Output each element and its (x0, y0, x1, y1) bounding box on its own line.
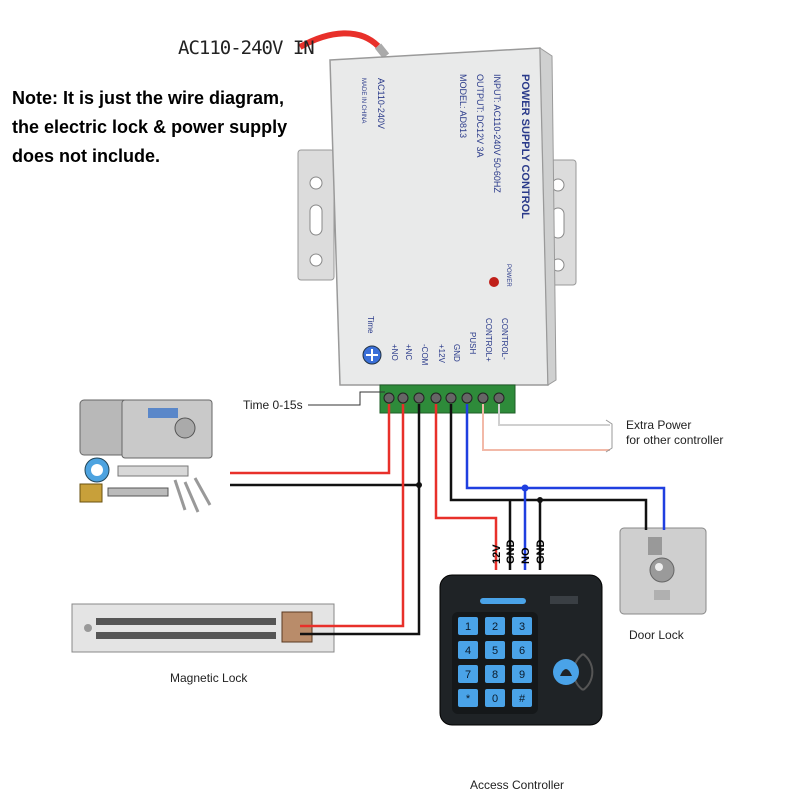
keypad-key[interactable] (512, 641, 532, 659)
wire-label-gnd-1: GND (505, 540, 517, 565)
keypad-key-label: * (466, 693, 471, 705)
power-in-label: AC110-240V IN (178, 37, 315, 59)
terminal-screws (383, 392, 505, 404)
note-line-2: the electric lock & power supply (12, 117, 288, 137)
power-supply-unit (297, 47, 577, 414)
keypad-key[interactable] (458, 689, 478, 707)
electric-lock (79, 399, 213, 513)
keypad-key-label: 1 (465, 621, 471, 633)
keypad-key-label: # (519, 693, 526, 705)
keypad-key[interactable] (485, 617, 505, 635)
extra-power-wires (482, 404, 613, 453)
keypad-key[interactable] (485, 665, 505, 683)
terminal-label-control-plus: CONTROL+ (484, 318, 493, 362)
keypad-key-label: 5 (492, 645, 498, 657)
ps-model: MODEL: AD813 (458, 74, 468, 138)
note-line-3: does not include. (12, 146, 161, 166)
magnetic-lock-caption: Magnetic Lock (170, 671, 248, 685)
power-led (489, 277, 499, 287)
wire-label-gnd-2: GND (535, 540, 547, 565)
terminal-label-12v: +12V (437, 344, 446, 364)
keypad-key-label: 8 (492, 669, 498, 681)
terminal-label-nc: +NC (404, 344, 413, 360)
keypad-key-label: 2 (492, 621, 498, 633)
access-controller-caption: Access Controller (470, 778, 565, 792)
card-reader-icon (553, 653, 594, 691)
keypad-key-label: 3 (519, 621, 525, 633)
ps-title: POWER SUPPLY CONTROL (519, 74, 531, 219)
terminal-label-no: +NO (390, 344, 399, 361)
keypad-key[interactable] (485, 641, 505, 659)
ps-input: INPUT: AC110-240V 50-60HZ (492, 74, 502, 193)
extra-power-label-2: for other controller (626, 433, 724, 447)
wire-junctions (416, 482, 543, 503)
ps-power-led-label: POWER (505, 264, 511, 287)
keypad-key-label: 4 (465, 645, 471, 657)
keypad-key-label: 7 (465, 669, 471, 681)
access-controller: 1 2 3 4 5 6 7 8 9 * 0 # (439, 574, 603, 726)
keypad-key[interactable] (512, 665, 532, 683)
keypad-key-label: 0 (492, 693, 498, 705)
extra-power-label-1: Extra Power (626, 418, 692, 432)
magnetic-lock (71, 603, 335, 653)
keypad-key[interactable] (485, 689, 505, 707)
keypad-key[interactable] (458, 617, 478, 635)
ps-time-label: Time (366, 316, 375, 334)
keypad-key[interactable] (458, 665, 478, 683)
terminal-label-control-minus: CONTROL- (500, 318, 509, 360)
wire-label-no: NO (520, 547, 532, 564)
keypad-keys: 1 2 3 4 5 6 7 8 9 * 0 # (458, 617, 532, 707)
door-lock-button (619, 527, 707, 615)
keypad-key-label: 6 (519, 645, 525, 657)
terminal-label-gnd: GND (452, 344, 461, 362)
keypad-key-label: 9 (519, 669, 525, 681)
time-pointer-line (308, 391, 385, 406)
keypad-key[interactable] (512, 689, 532, 707)
keypad-key[interactable] (458, 641, 478, 659)
note-line-1: Note: It is just the wire diagram, (12, 88, 285, 108)
terminal-label-com: -COM (420, 344, 429, 366)
wire-label-12v: 12V (491, 544, 503, 564)
note-text: Note: It is just the wire diagram, the e… (12, 84, 312, 171)
ac-input-cable (298, 30, 381, 50)
ps-made-in: MADE IN CHINA (360, 78, 366, 123)
time-range-label: Time 0-15s (243, 398, 303, 412)
keypad-key[interactable] (512, 617, 532, 635)
ps-output: OUTPUT: DC12V 3A (475, 74, 485, 158)
terminal-label-push: PUSH (468, 332, 477, 354)
ps-side-text: AC110-240V (376, 78, 386, 129)
door-lock-caption: Door Lock (629, 628, 684, 642)
